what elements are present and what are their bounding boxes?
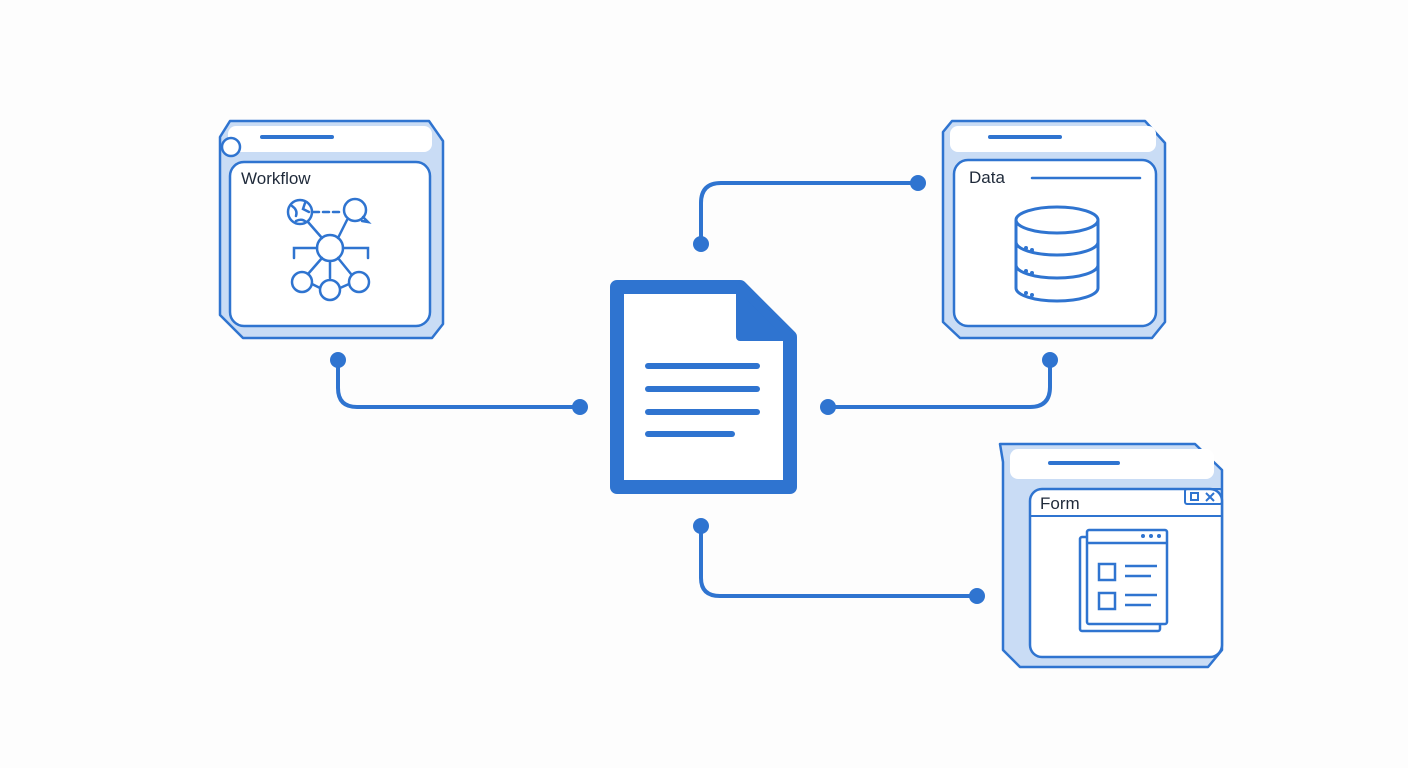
workflow-box: Workflow xyxy=(218,119,445,340)
form-window-icon xyxy=(1078,528,1169,633)
close-icon xyxy=(1205,492,1215,502)
network-leaf-node xyxy=(347,270,371,294)
connectors xyxy=(336,181,1052,598)
data-label: Data xyxy=(969,168,1005,187)
form-box: Form xyxy=(998,442,1224,669)
connector-dot xyxy=(693,236,709,252)
network-leaf-node xyxy=(290,270,314,294)
workflow-panel xyxy=(228,160,432,328)
window-controls xyxy=(1184,488,1223,505)
network-leaf-node xyxy=(318,278,342,302)
connector-dot xyxy=(969,588,985,604)
connector-dot xyxy=(1042,352,1058,368)
data-box: Data xyxy=(941,119,1167,340)
maximize-icon xyxy=(1190,492,1199,501)
connector-dot xyxy=(910,175,926,191)
workflow-corner-pin xyxy=(220,136,242,158)
connector-dot xyxy=(330,352,346,368)
workflow-network-icon xyxy=(286,197,372,302)
network-chat-node xyxy=(342,197,368,223)
connector-dots xyxy=(330,175,1058,604)
connector-dot xyxy=(572,399,588,415)
connector-dot xyxy=(693,518,709,534)
workflow-label: Workflow xyxy=(241,169,311,188)
data-panel xyxy=(952,158,1158,328)
form-checkbox xyxy=(1097,591,1117,611)
document-fold xyxy=(736,283,794,341)
connector-document-form xyxy=(699,524,979,598)
connector-workflow-document xyxy=(336,358,582,409)
connector-document-data-side xyxy=(826,358,1052,409)
connector-dot xyxy=(820,399,836,415)
form-label: Form xyxy=(1040,494,1080,513)
connector-document-data-top xyxy=(699,181,920,246)
document-icon xyxy=(610,280,797,494)
database-icon xyxy=(1014,205,1100,303)
form-checkbox xyxy=(1097,562,1117,582)
